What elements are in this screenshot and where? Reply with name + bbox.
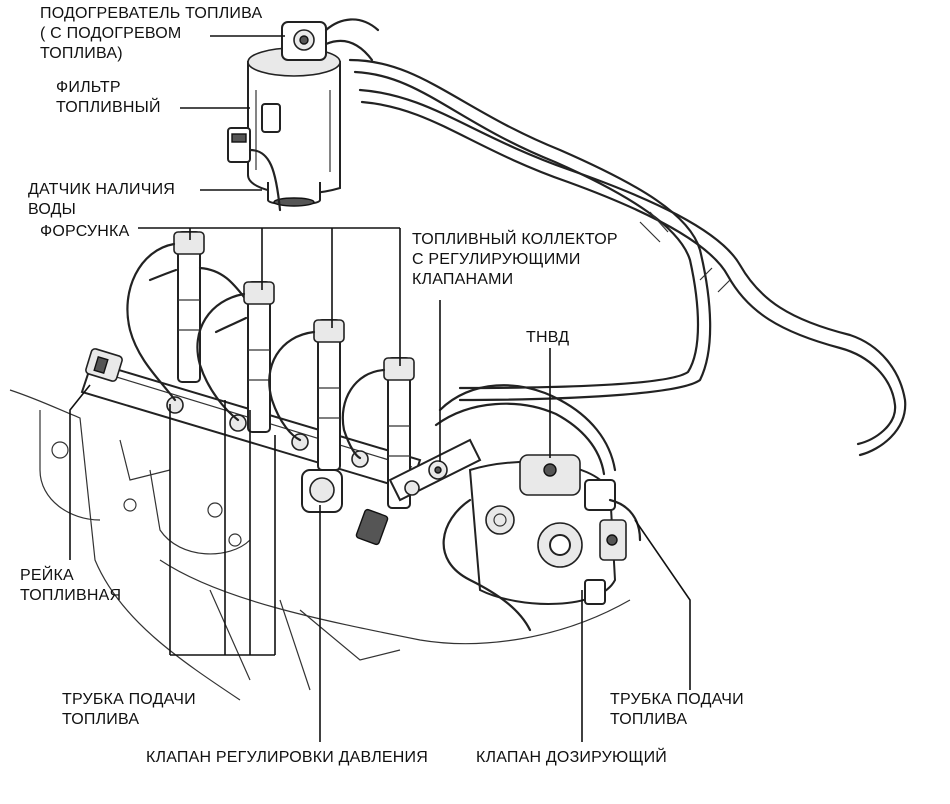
label-fuel-collector: ТОПЛИВНЫЙ КОЛЛЕКТОР С РЕГУЛИРУЮЩИМИ КЛАП…: [412, 231, 618, 288]
pressure-valve: [301, 469, 389, 546]
leader-lines: [69, 35, 691, 742]
label-fuel-rail: РЕЙКА ТОПЛИВНАЯ: [20, 567, 122, 604]
fuel-return-lines: [348, 58, 907, 457]
fuel-heater: [281, 18, 380, 62]
label-water-sensor: ДАТЧИК НАЛИЧИЯ ВОДЫ: [28, 181, 176, 218]
injector-2: [243, 281, 275, 433]
injector-4: [383, 357, 415, 509]
label-metering-valve: КЛАПАН ДОЗИРУЮЩИЙ: [476, 749, 667, 766]
injector-feed-pipes: [126, 242, 386, 460]
fuel-filter: [247, 47, 341, 207]
label-feed-pipe-right: ТРУБКА ПОДАЧИ ТОПЛИВА: [610, 691, 744, 728]
high-pressure-pump: [442, 454, 642, 632]
label-pressure-valve: КЛАПАН РЕГУЛИРОВКИ ДАВЛЕНИЯ: [146, 749, 429, 766]
label-feed-pipe-left: ТРУБКА ПОДАЧИ ТОПЛИВА: [62, 691, 196, 728]
label-high-pressure-pump: ТНВД: [526, 329, 570, 346]
label-fuel-filter: ФИЛЬТР ТОПЛИВНЫЙ: [56, 79, 161, 116]
water-sensor: [227, 103, 282, 212]
label-injector: ФОРСУНКА: [40, 223, 130, 240]
injector-3: [313, 319, 345, 471]
fuel-collector: [388, 384, 617, 502]
label-fuel-heater: ПОДОГРЕВАТЕЛЬ ТОПЛИВА ( С ПОДОГРЕВОМ ТОП…: [40, 5, 263, 62]
